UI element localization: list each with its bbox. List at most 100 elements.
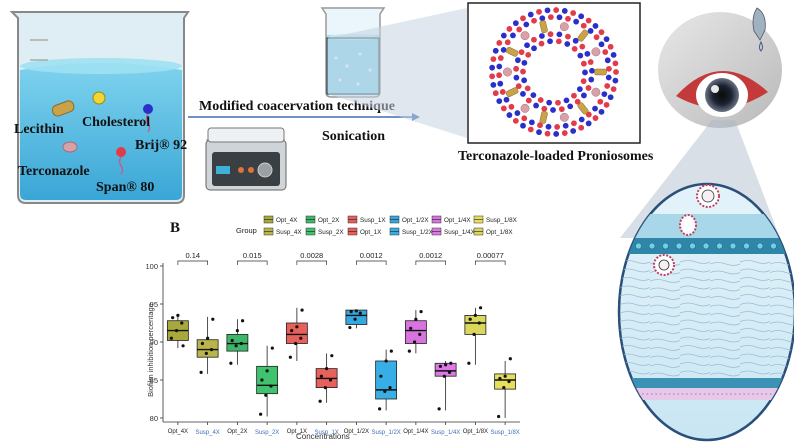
bilayer-head [531,45,537,52]
bilayer-head [547,31,554,38]
bilayer-head [512,20,519,27]
bilayer-head [537,97,544,103]
bilayer-head [525,97,532,104]
terconazole-molecule [62,141,78,153]
box-body [404,320,427,344]
legend-item-Susp_1/8X: Susp_1/8X [473,215,518,224]
bilayer-head [582,69,588,76]
x-tick-label: Susp_1/2X [371,430,400,436]
bilayer-head [521,115,528,122]
bilayer-head [528,119,535,126]
bilayer-head [579,43,586,50]
bilayer-head [524,85,531,92]
dropper-icon [752,7,766,41]
data-point [295,325,299,329]
legend-item-Susp_4X: Susp_4X [263,227,302,236]
data-point [328,378,333,382]
bilayer-head [571,45,578,52]
data-point [269,384,273,388]
bilayer-head [539,15,546,22]
bilayer-head [492,90,499,97]
bracket-Opt_4X: 0.14 [177,251,208,265]
data-point [412,340,417,344]
bilayer-head [585,85,592,91]
bilayer-head [520,122,526,129]
bilayer-head [565,15,571,22]
bilayer-head [598,108,605,115]
x-tick-label: Opt_2X [227,429,247,435]
cornea-cross-section [617,182,794,442]
bilayer-head [563,97,570,104]
bilayer-head [521,77,528,84]
bilayer-head [500,46,507,53]
box-Opt_4X [166,313,189,349]
bilayer-head [499,89,506,95]
bilayer-head [570,128,577,134]
x-tick-label: Susp_1/8X [490,430,519,436]
data-point [230,338,234,343]
data-point [414,317,418,321]
bilayer-head [496,72,502,79]
bilayer-head [588,76,595,83]
bilayer-head [489,73,496,80]
bilayer-head [497,55,504,61]
legend-item-Opt_1/4X: Opt_1/4X [431,215,471,224]
bilayer-head [570,10,577,16]
bilayer-head [527,126,534,133]
data-point [388,386,392,390]
bracket-line [356,260,387,265]
data-point [199,370,203,374]
bilayer-head [578,13,585,20]
x-tick-label: Opt_1/4X [403,429,428,435]
bilayer-head [510,32,516,39]
data-point [478,306,483,310]
bilayer-head [504,39,511,46]
data-point [209,348,214,352]
legend-label: Opt_1/4X [444,217,471,224]
bilayer-head [496,98,503,105]
bilayer-head [515,83,522,90]
bracket-line [177,260,208,265]
bilayer-head [520,91,526,97]
bilayer-head [490,81,497,88]
bilayer-head [585,111,592,118]
bilayer-head [503,96,510,103]
legend-item-Opt_4X: Opt_4X [263,215,298,224]
bilayer-head [514,110,521,116]
label-span: Span® 80 [96,180,154,195]
bilayer-head [544,7,551,14]
data-point [379,374,383,378]
x-tick-label: Opt_4X [168,429,188,435]
x-tick-label: Susp_1X [314,430,338,436]
box-series [166,306,517,419]
bilayer-head [521,59,528,66]
process-arrow: Modified coacervation technique Sonicati… [188,99,420,144]
bilayer-head [562,122,569,129]
data-point [498,376,502,381]
eye-illustration [658,7,782,128]
bilayer-head [538,40,545,47]
bracket-line [296,260,327,265]
bilayer-head [518,49,525,56]
legend-label: Susp_1/8X [486,217,518,224]
data-point [348,325,352,330]
bilayer-head [547,38,553,45]
bilayer-head [561,8,568,14]
cholesterol-molecule [92,91,106,105]
data-point [259,412,263,416]
data-point [265,369,269,373]
bracket-Opt_1X: 0.0028 [296,251,327,265]
bilayer-head [578,124,585,131]
x-axis-label: Concentrations [296,432,350,441]
bilayer-head [580,92,587,99]
data-point [358,311,362,315]
bilayer-head [592,115,599,121]
data-point [260,378,264,382]
y-tick-label: 80 [150,414,158,423]
data-point [234,344,238,348]
x-tick-label: Opt_1/2X [344,429,369,435]
p-value-label: 0.0028 [300,251,323,260]
vesicle-marker-3 [653,254,675,276]
bilayer-head [585,120,592,127]
